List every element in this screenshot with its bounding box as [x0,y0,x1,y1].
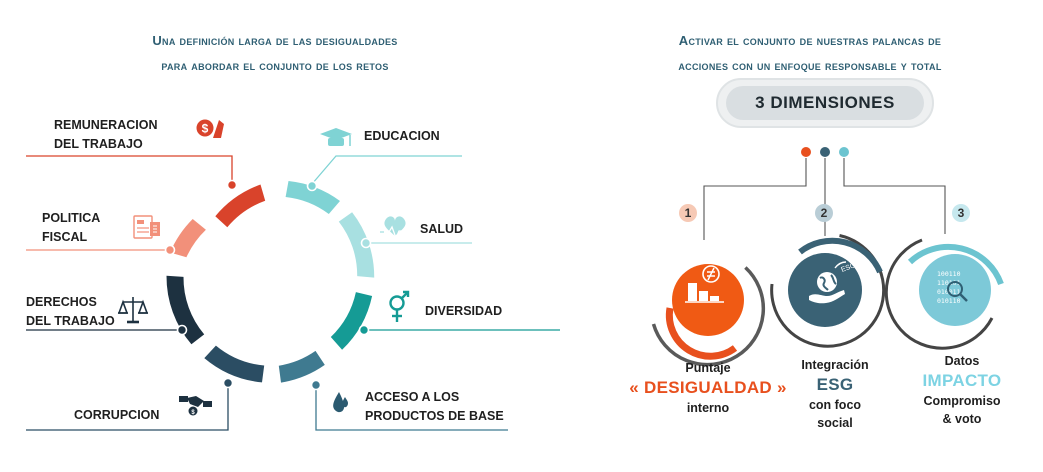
svg-text:$: $ [202,122,209,136]
esg-icon-text: ESG [840,262,856,274]
scales-icon [117,297,149,324]
badge-1: 1 [679,204,697,222]
dimensions-pill: 3 DIMENSIONES [716,78,934,128]
money-hand-icon: $ [196,119,224,138]
label-corrupcion: CORRUPCION [74,406,159,425]
svg-text:$: $ [191,410,195,416]
label-politica-line2: FISCAL [42,230,88,244]
label-remuneracion-line2: DEL TRABAJO [54,137,143,151]
not-equal-bars-icon [685,265,724,303]
heart-pulse-icon [380,216,410,240]
caption-2-bottom2: social [817,416,853,430]
label-acceso-line1: ACCESO A LOS [365,390,460,404]
caption-3: Datos IMPACTO Compromiso & voto [902,352,1022,428]
caption-3-top: Datos [944,354,980,368]
label-salud: SALUD [420,220,463,239]
leader-educacion [311,155,462,185]
leader-node-corrupcion [222,377,234,389]
left-heading: Una definición larga de las desigualdade… [60,28,490,78]
ring-segment-acceso [278,350,325,383]
right-heading: Activar el conjunto de nuestras palancas… [600,28,1020,78]
right-heading-line1: Activar el conjunto de nuestras palancas… [678,33,942,48]
binary-magnifier-icon: 100110 110101 010011 010110 [937,270,968,305]
leader-node-diversidad [358,324,370,336]
dimension-dots [801,147,849,157]
esg-globe-hand-icon: ESG [809,261,857,304]
dot-1 [801,147,811,157]
handshake-money-icon: $ [179,396,212,416]
leader-node-educacion [306,180,318,192]
label-derechos: DERECHOS DEL TRABAJO [26,293,115,331]
ring-segment-politica [170,219,206,258]
caption-2-big: ESG [816,375,854,394]
leader-node-remuneracion [226,179,238,191]
leader-node-acceso [310,379,322,391]
binary-row-2: 110101 [937,279,961,287]
caption-1-top: Puntaje [685,361,731,375]
leader-node-derechos [176,324,188,336]
label-remuneracion: REMUNERACION DEL TRABAJO [54,116,157,154]
tax-document-icon [133,215,160,239]
caption-2: Integración ESG con foco social [775,356,895,432]
binary-row-4: 010110 [937,297,961,305]
label-remuneracion-line1: REMUNERACION [54,118,158,132]
label-acceso-line2: PRODUCTOS DE BASE [365,409,504,423]
connector-3 [843,158,946,234]
caption-3-bottom: Compromiso [923,394,1001,408]
ring-segment-educacion [285,181,340,214]
badge-2: 2 [815,204,833,222]
caption-3-bottom2: & voto [942,412,982,426]
badge-3: 3 [952,204,970,222]
right-heading-line2: acciones con un enfoque responsable y to… [678,58,942,73]
leader-node-salud [360,237,372,249]
dot-2 [820,147,830,157]
label-educacion-line1: EDUCACION [364,129,440,143]
caption-3-big: IMPACTO [922,371,1002,390]
gender-icon [389,290,410,322]
dot-3 [839,147,849,157]
caption-1: Puntaje « DESIGUALDAD » interno [618,359,798,417]
label-corrupcion-line1: CORRUPCION [74,408,160,422]
ring-segment-remuneracion [215,184,266,228]
leader-corrupcion [26,385,229,431]
ring-segment-diversidad [330,292,373,350]
dimension-circle-3 [884,238,1004,350]
leader-node-politica [164,244,176,256]
label-acceso: ACCESO A LOS PRODUCTOS DE BASE [365,388,504,426]
label-salud-line1: SALUD [420,222,464,236]
graduation-cap-icon [320,128,352,146]
outer-ring-3 [884,238,994,350]
label-politica-line1: POLITICA [42,211,101,225]
caption-2-top: Integración [801,358,869,372]
caption-1-big: « DESIGUALDAD » [629,378,787,397]
ring-segment-corrupcion [204,345,265,383]
left-heading-line2: para abordar el conjunto de los retos [161,58,389,73]
label-diversidad: DIVERSIDAD [425,302,502,321]
ring-segment-derechos [166,275,205,345]
caption-1-bottom: interno [686,401,730,415]
outer-arc-1 [665,307,738,360]
leader-remuneracion [26,155,233,183]
label-educacion: EDUCACION [364,127,440,146]
binary-row-1: 100110 [937,270,961,278]
outer-arc-2 [798,237,883,274]
label-derechos-line2: DEL TRABAJO [26,314,115,328]
label-politica: POLITICA FISCAL [42,209,100,247]
label-derechos-line1: DERECHOS [26,295,97,309]
outer-arc-3 [907,243,1004,286]
caption-2-bottom: con foco [808,398,862,412]
label-diversidad-line1: DIVERSIDAD [425,304,503,318]
dimensions-title: 3 DIMENSIONES [726,86,924,120]
ring-segment-salud [338,212,375,278]
outer-ring-1 [651,266,766,367]
connector-1 [703,158,807,240]
left-heading-line1: Una definición larga de las desigualdade… [152,33,398,48]
inner-disc-3 [919,254,991,326]
water-drop-icon [333,392,348,413]
leader-acceso [315,388,508,431]
